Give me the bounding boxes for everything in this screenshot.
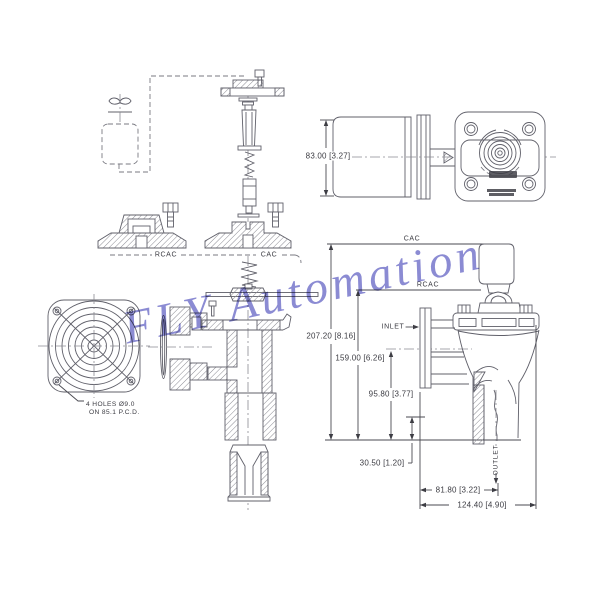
exploded-view [97,69,302,264]
coil-side-view [316,111,556,202]
inlet-flange-section [148,306,214,391]
flange-face-view [38,294,150,402]
brand-mark [489,171,517,178]
rcac-height-dimension: 159.00 [6.26] [334,353,386,363]
inlet-centerline-dimension: 95.80 [3.77] [367,389,415,399]
exploded-rcac-label: RCAC [153,250,179,260]
exploded-cac-label: CAC [259,250,279,260]
outlet-offset-dimension: 81.80 [3.22] [434,485,482,495]
inlet-label: INLET [380,322,406,332]
overall-height-dimension: 207.20 [8.16] [305,331,357,341]
rcac-height-label: RCAC [415,280,441,290]
outlet-label: OUTLET [492,444,500,476]
outlet-clearance-dimension: 30.50 [1.20] [358,458,406,468]
holes-note-line2: ON 85.1 P.C.D. [89,409,140,417]
valve-elevation [325,243,540,509]
holes-note-line1: 4 HOLES Ø9.0 [86,401,135,409]
cac-height-label: CAC [402,234,422,244]
coil-height-dimension: 83.00 [3.27] [304,151,352,161]
overall-width-dimension: 124.40 [4.90] [456,500,508,510]
valve-body-section [191,256,319,510]
